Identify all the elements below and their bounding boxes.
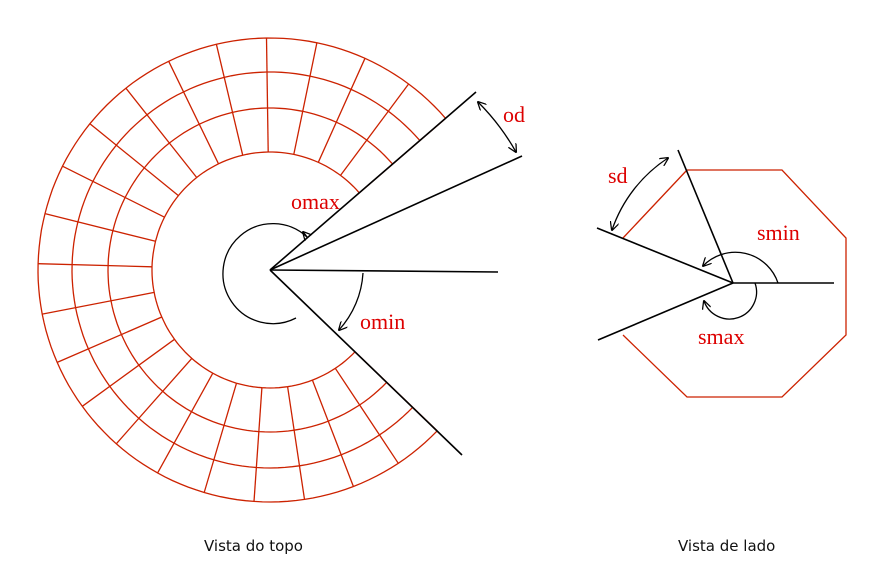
reference-circle: [222, 223, 308, 325]
top-view-diagram: od omax omin: [37, 37, 525, 503]
grid-spoke: [203, 383, 238, 493]
omin-arc: [339, 272, 364, 330]
grid-spoke: [317, 58, 366, 163]
grid-spoke: [168, 61, 220, 165]
label-sd: sd: [608, 163, 628, 188]
side-view-diagram: sd smin smax: [596, 149, 847, 398]
grid-spoke: [265, 37, 269, 153]
grid-spoke: [38, 263, 153, 268]
caption-side-view: Vista de lado: [678, 537, 776, 555]
label-omax: omax: [291, 189, 340, 214]
od-arc: [478, 102, 516, 152]
omax-arc: [303, 232, 307, 237]
sector-grid: [37, 37, 447, 503]
grid-spoke: [253, 387, 263, 502]
grid-spoke: [334, 367, 399, 464]
label-smin: smin: [757, 220, 800, 245]
label-od: od: [503, 102, 525, 127]
grid-spoke: [44, 212, 156, 242]
grid-ring: [37, 37, 447, 503]
grid-spoke: [311, 379, 355, 487]
caption-top-view: Vista do topo: [204, 537, 303, 555]
grid-spoke: [157, 372, 214, 474]
grid-spoke: [56, 316, 163, 363]
octagon-outline: [622, 169, 847, 398]
sd-arc: [612, 158, 668, 230]
smax-arc: [704, 282, 758, 320]
reference-axis: [269, 269, 499, 273]
sd-ray-upper: [677, 149, 734, 284]
grid-ring: [71, 71, 421, 469]
grid-spoke: [81, 338, 175, 407]
grid-spoke: [115, 357, 193, 445]
grid-spoke: [125, 87, 198, 178]
smax-ray: [597, 282, 734, 341]
grid-spoke: [339, 83, 410, 176]
grid-spoke: [42, 291, 155, 315]
smin-arc: [703, 251, 779, 284]
grid-spoke: [286, 386, 306, 500]
label-omin: omin: [360, 309, 405, 334]
label-smax: smax: [698, 324, 744, 349]
od-ray: [269, 155, 523, 271]
omin-ray: [269, 269, 463, 456]
grid-spoke: [293, 42, 318, 155]
sd-ray-lower: [596, 227, 734, 284]
grid-spoke: [215, 44, 244, 156]
grid-spoke: [89, 123, 179, 197]
sd-edge: [622, 169, 688, 239]
grid-spoke: [62, 165, 165, 218]
